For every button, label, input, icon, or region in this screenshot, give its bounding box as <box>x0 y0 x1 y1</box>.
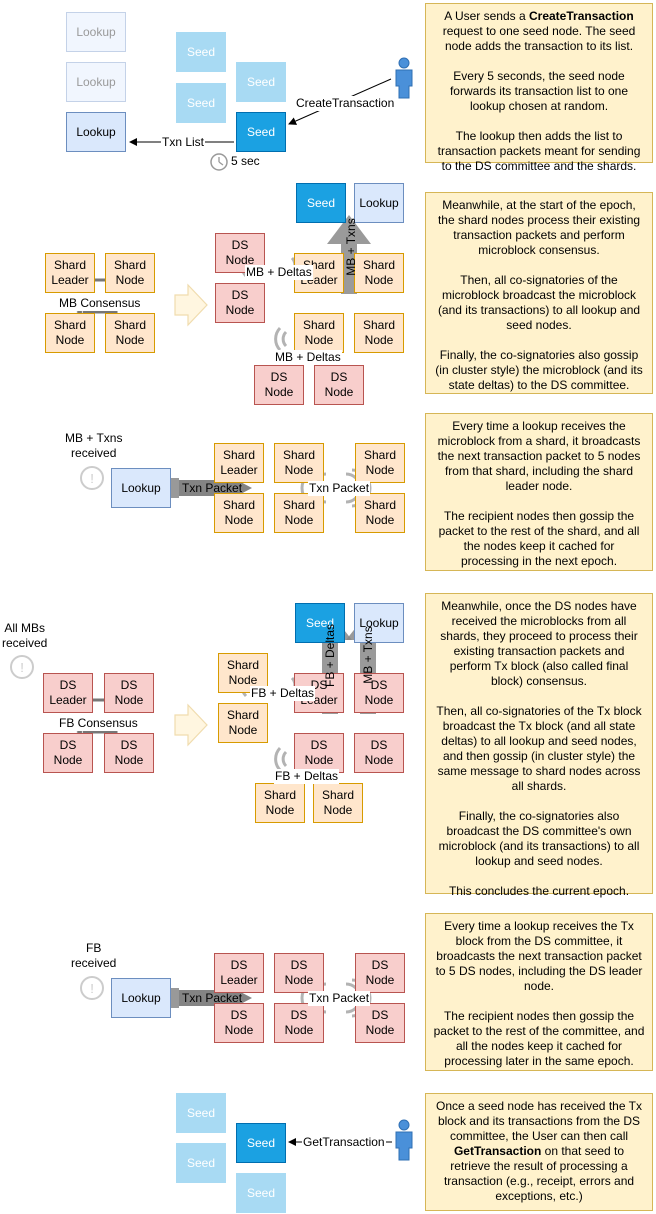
note-get-transaction: Once a seed node has received the Tx blo… <box>425 1093 653 1211</box>
lookup-node: Lookup <box>66 12 126 52</box>
alert-icon-2 <box>10 655 34 679</box>
fb-deltas-label: FB + Deltas <box>250 686 316 701</box>
ds-node: DS Node <box>254 365 304 405</box>
ds-leader-node: DS Leader <box>43 673 93 713</box>
ds-node: DS Node <box>354 733 404 773</box>
txn-packet-label: Txn Packet <box>308 991 371 1006</box>
note-microblock-consensus: Meanwhile, at the start of the epoch, th… <box>425 192 653 394</box>
shard-node: Shard Node <box>218 703 268 743</box>
mb-consensus-label: MB Consensus <box>58 296 142 311</box>
lookup-node: Lookup <box>66 112 126 152</box>
mb-txns-received-label: MB + Txns received <box>65 431 123 460</box>
lookup-node: Lookup <box>111 978 171 1018</box>
ds-node: DS Node <box>355 953 405 993</box>
shard-node: Shard Node <box>255 783 305 823</box>
seed-node: Seed <box>236 112 286 152</box>
seed-node: Seed <box>176 83 226 123</box>
shard-node: Shard Node <box>313 783 363 823</box>
svg-text:!: ! <box>90 981 94 996</box>
ds-node: DS Node <box>104 733 154 773</box>
seed-node: Seed <box>236 1173 286 1213</box>
ds-node: DS Node <box>274 1003 324 1043</box>
txn-list-label: Txn List <box>161 135 206 150</box>
note-lookup-broadcast-ds: Every time a lookup receives the Tx bloc… <box>425 913 653 1071</box>
shard-leader-node: Shard Leader <box>45 253 95 293</box>
ds-node: DS Node <box>215 283 265 323</box>
mb-txns-label: MB + Txns <box>361 626 375 684</box>
shard-leader-node: Shard Leader <box>214 443 264 483</box>
seed-node: Seed <box>176 32 226 72</box>
ds-node: DS Node <box>314 365 364 405</box>
ds-node: DS Node <box>294 733 344 773</box>
shard-node: Shard Node <box>274 493 324 533</box>
fb-deltas-label: FB + Deltas <box>274 769 340 784</box>
shard-node: Shard Node <box>45 313 95 353</box>
lookup-node: Lookup <box>354 603 404 643</box>
arrow-mb-txns <box>327 215 371 294</box>
timer-label: 5 sec <box>231 154 260 168</box>
create-transaction-label: CreateTransaction <box>295 96 396 111</box>
mb-txns-label: MB + Txns <box>344 218 358 276</box>
alert-icon-1 <box>80 466 104 490</box>
svg-text:!: ! <box>20 660 24 675</box>
shard-node: Shard Node <box>355 493 405 533</box>
txn-packet-label: Txn Packet <box>308 481 371 496</box>
ds-node: DS Node <box>104 673 154 713</box>
seed-node: Seed <box>296 183 346 223</box>
fb-consensus-label: FB Consensus <box>58 716 139 731</box>
ds-node: DS Node <box>214 1003 264 1043</box>
lookup-node: Lookup <box>66 62 126 102</box>
shard-node: Shard Node <box>214 493 264 533</box>
user-icon <box>395 57 413 99</box>
txn-packet-label: Txn Packet <box>182 481 243 495</box>
clock-icon <box>210 153 228 171</box>
alert-icon-3 <box>80 976 104 1000</box>
seed-node: Seed <box>176 1093 226 1133</box>
shard-node: Shard Node <box>294 313 344 353</box>
ds-leader-node: DS Leader <box>214 953 264 993</box>
svg-text:!: ! <box>90 471 94 486</box>
seed-node: Seed <box>176 1143 226 1183</box>
lookup-node: Lookup <box>354 183 404 223</box>
txn-packet-label: Txn Packet <box>182 991 243 1005</box>
seed-node: Seed <box>236 62 286 102</box>
shard-node: Shard Node <box>355 443 405 483</box>
ds-node: DS Node <box>274 953 324 993</box>
fb-deltas-vertical-label: FB + Deltas <box>323 623 337 687</box>
ds-node: DS Node <box>215 233 265 273</box>
shard-node: Shard Node <box>354 313 404 353</box>
user-icon <box>395 1119 413 1161</box>
seed-node: Seed <box>236 1123 286 1163</box>
shard-node: Shard Node <box>218 653 268 693</box>
all-mbs-received-label: All MBs received <box>2 621 48 650</box>
mb-deltas-label: MB + Deltas <box>245 265 313 280</box>
fb-received-label: FB received <box>71 941 117 970</box>
shard-node: Shard Node <box>105 253 155 293</box>
mb-deltas-label: MB + Deltas <box>274 350 342 365</box>
transition-arrow-2 <box>174 703 208 747</box>
ds-node: DS Node <box>43 733 93 773</box>
transition-arrow-1 <box>174 283 208 327</box>
ds-node: DS Node <box>354 673 404 713</box>
get-transaction-label: GetTransaction <box>302 1135 386 1150</box>
lookup-node: Lookup <box>111 468 171 508</box>
shard-node: Shard Node <box>105 313 155 353</box>
note-lookup-broadcast: Every time a lookup receives the microbl… <box>425 413 653 571</box>
note-final-block-consensus: Meanwhile, once the DS nodes have receiv… <box>425 593 653 898</box>
seed-node: Seed <box>295 603 345 643</box>
note-create-transaction: A User sends a CreateTransaction request… <box>425 3 653 173</box>
shard-node: Shard Node <box>354 253 404 293</box>
ds-node: DS Node <box>355 1003 405 1043</box>
shard-node: Shard Node <box>274 443 324 483</box>
